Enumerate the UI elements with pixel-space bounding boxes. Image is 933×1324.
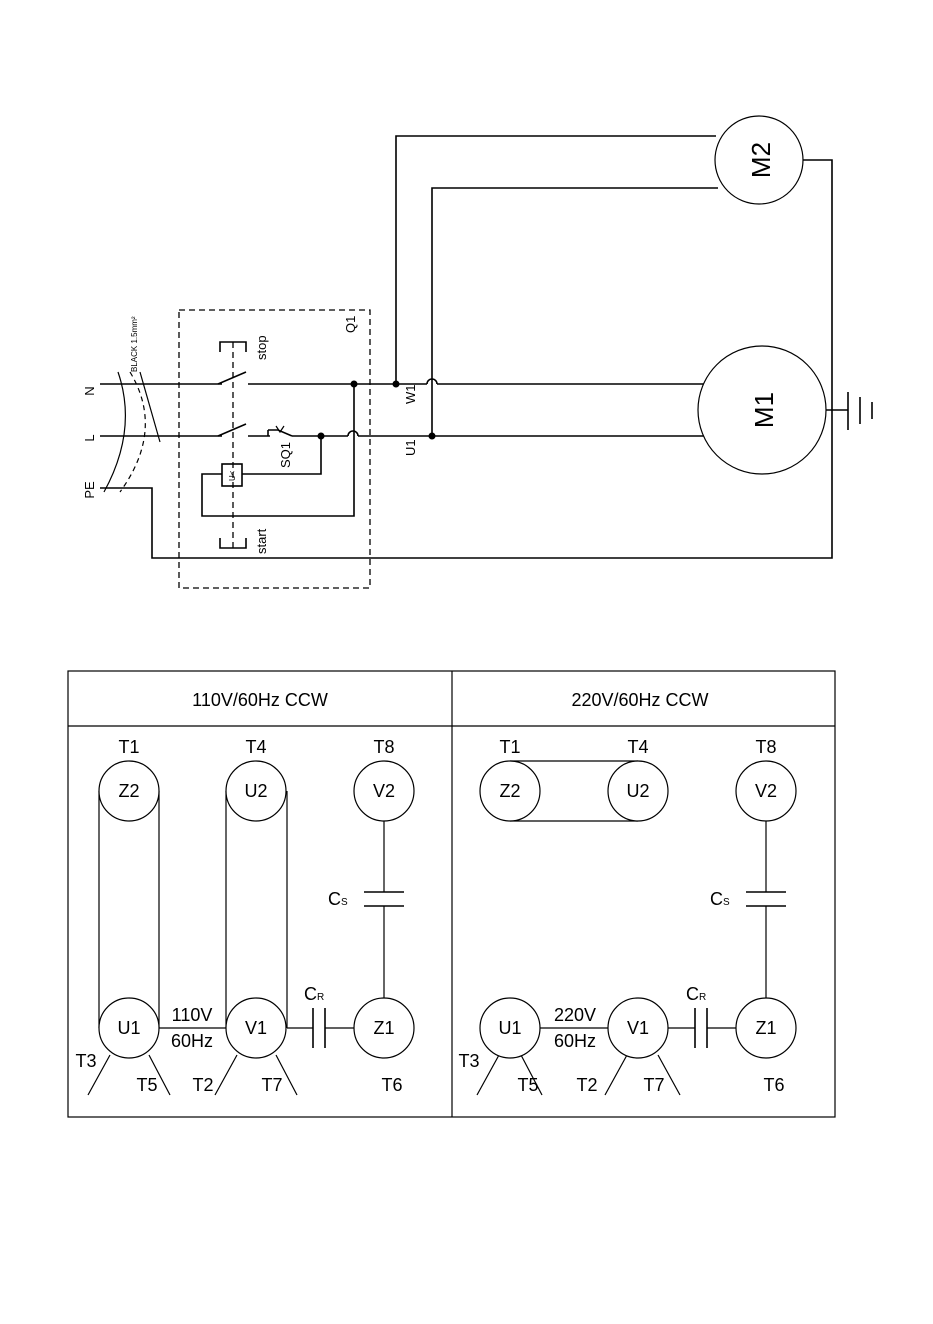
wire-m2-lower (432, 188, 718, 436)
cable-arc-solid (104, 372, 125, 492)
left-header: 110V/60Hz CCW (192, 690, 328, 710)
frequency-label: 60Hz (554, 1031, 596, 1051)
wire-pe (100, 160, 832, 558)
voltage-label: 220V (554, 1005, 596, 1025)
frequency-label: 60Hz (171, 1031, 213, 1051)
stop-label: stop (254, 335, 269, 360)
terminal-pe-label: PE (82, 481, 97, 499)
left-panel: Z2 U2 V2 U1 V1 Z1 T1 T4 T8 110V 60Hz CS … (75, 737, 414, 1095)
sq1-actuator (276, 426, 284, 432)
wire-m2-upper (396, 136, 716, 384)
tail-t2 (215, 1055, 237, 1095)
start-label: start (254, 528, 269, 554)
junction-n-coil (351, 381, 358, 388)
wire-l-jump (348, 431, 358, 436)
cap-start-label: CS (710, 889, 730, 909)
top-label-t1: T1 (499, 737, 520, 757)
node-u2-label: U2 (244, 781, 267, 801)
q1-enclosure (179, 310, 370, 588)
motor-m1-label: M1 (749, 392, 779, 428)
node-z2-label: Z2 (499, 781, 520, 801)
cap-run-label: CR (304, 984, 324, 1004)
node-u1-label: U1 (498, 1018, 521, 1038)
node-u2-label: U2 (626, 781, 649, 801)
node-u1-label: U1 (117, 1018, 140, 1038)
top-label-t4: T4 (245, 737, 266, 757)
lead-label-t2: T2 (192, 1075, 213, 1095)
node-v2-label: V2 (373, 781, 395, 801)
cable-tick (140, 372, 160, 442)
node-z1-label: Z1 (755, 1018, 776, 1038)
w1-label: W1 (403, 385, 418, 405)
top-label-t1: T1 (118, 737, 139, 757)
junction-l-coil (318, 433, 325, 440)
lead-label-t5: T5 (517, 1075, 538, 1095)
terminal-n-label: N (82, 386, 97, 395)
lead-label-t5: T5 (136, 1075, 157, 1095)
lead-label-t3: T3 (458, 1051, 479, 1071)
lead-label-t7: T7 (643, 1075, 664, 1095)
node-z2-label: Z2 (118, 781, 139, 801)
node-z1-label: Z1 (373, 1018, 394, 1038)
node-v1-label: V1 (245, 1018, 267, 1038)
wiring-table: 110V/60Hz CCW 220V/60Hz CCW (68, 671, 835, 1117)
lead-label-t6: T6 (381, 1075, 402, 1095)
q1-label: Q1 (343, 316, 358, 333)
right-panel: Z2 U2 V2 U1 V1 Z1 T1 T4 T8 220V 60Hz CS … (458, 737, 796, 1095)
motor-m2-label: M2 (746, 142, 776, 178)
sq1-label: SQ1 (278, 442, 293, 468)
stop-contact (218, 372, 246, 384)
tail-t3 (477, 1055, 499, 1095)
u1-label: U1 (403, 439, 418, 456)
cap-start-label: CS (328, 889, 348, 909)
right-header: 220V/60Hz CCW (571, 690, 708, 710)
top-label-t4: T4 (627, 737, 648, 757)
start-contact (218, 424, 246, 436)
node-v2-label: V2 (755, 781, 777, 801)
lead-label-t7: T7 (261, 1075, 282, 1095)
lead-label-t2: T2 (576, 1075, 597, 1095)
terminal-l-label: L (82, 434, 97, 441)
top-label-t8: T8 (755, 737, 776, 757)
voltage-label: 110V (172, 1005, 213, 1025)
schematic: N L PE BLACK 1.5mm² stop start SQ1 (82, 116, 872, 588)
tail-t2 (605, 1055, 627, 1095)
lead-label-t3: T3 (75, 1051, 96, 1071)
lead-label-t6: T6 (763, 1075, 784, 1095)
cap-run-label: CR (686, 984, 706, 1004)
cable-label: BLACK 1.5mm² (130, 316, 139, 372)
node-v1-label: V1 (627, 1018, 649, 1038)
coil-label: U< (228, 470, 237, 481)
top-label-t8: T8 (373, 737, 394, 757)
